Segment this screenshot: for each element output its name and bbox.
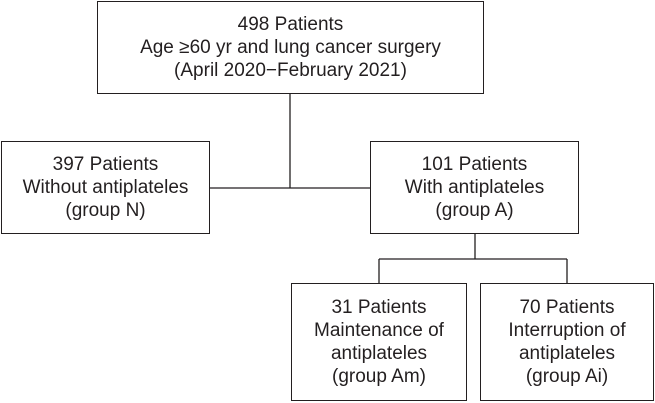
group-n-description: Without antiplateles [22, 177, 189, 198]
group-n-box: 397 Patients Without antiplateles (group… [1, 141, 210, 234]
group-ai-description-1: Interruption of [508, 320, 626, 341]
total-patients-box: 498 Patients Age ≥60 yr and lung cancer … [97, 1, 484, 94]
group-a-label: (group A) [435, 200, 514, 221]
group-n-count: 397 Patients [52, 154, 159, 175]
group-ai-label: (group Ai) [525, 366, 609, 387]
group-ai-count: 70 Patients [519, 297, 615, 318]
group-a-description: With antiplateles [404, 177, 545, 198]
inclusion-criteria: Age ≥60 yr and lung cancer surgery [140, 37, 441, 58]
group-am-description-2: antiplateles [330, 343, 428, 364]
group-am-description-1: Maintenance of [314, 320, 444, 341]
group-ai-description-2: antiplateles [518, 343, 616, 364]
group-am-box: 31 Patients Maintenance of antiplateles … [291, 283, 467, 401]
total-patients-count: 498 Patients [237, 14, 344, 35]
group-n-label: (group N) [65, 200, 146, 221]
group-a-box: 101 Patients With antiplateles (group A) [370, 141, 579, 234]
group-ai-box: 70 Patients Interruption of antiplateles… [480, 283, 654, 401]
group-am-count: 31 Patients [331, 297, 427, 318]
group-a-count: 101 Patients [421, 154, 528, 175]
study-period: (April 2020−February 2021) [174, 60, 407, 81]
group-am-label: (group Am) [332, 366, 426, 387]
